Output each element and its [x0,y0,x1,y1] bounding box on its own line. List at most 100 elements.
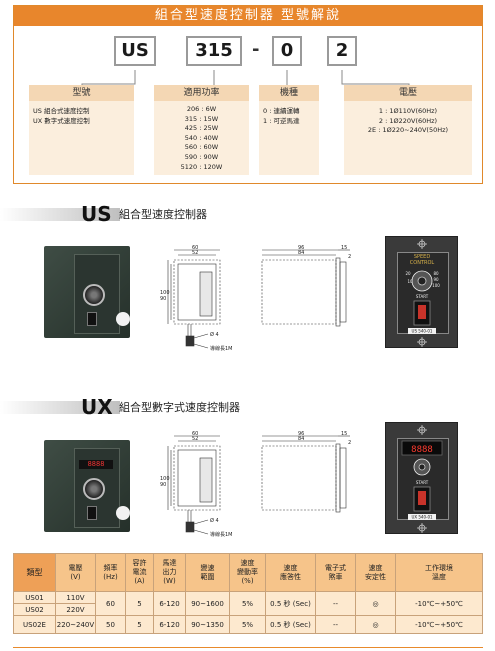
power-line: 315 : 15W [184,114,219,123]
dim-side-width: 96 [298,245,304,251]
code-voltage: 2 [327,36,357,66]
cell-stability: ◎ [355,591,396,616]
power-line: 206 : 6W [186,105,217,113]
cell-range: 90~1350 [185,615,230,634]
decoder-title: 組合型速度控制器 型號解說 [14,6,482,26]
voltage-line: 1 : 1Ø110V(60Hz) [378,107,438,115]
th-temperature: 工作環境 溫度 [395,553,483,592]
cell-temperature: -10℃~+50℃ [395,615,483,634]
ux-front-panel: 8888 START UX 540-01 [385,422,458,534]
scale-label: 100 [432,283,440,288]
model-decoder: 組合型速度控制器 型號解說 US 315 - 0 2 型號 US 組合式速度控制… [13,5,483,184]
dim-height-inner: 90 [160,482,166,488]
dim-front-inner: 52 [192,250,198,256]
voltage-line: 2 : 1Ø220V(60Hz) [378,116,438,125]
us-side-drawing: 96 84 15 2 [258,244,358,344]
cell-voltage: 220~240V [55,615,96,634]
voltage-line: 2E : 1Ø220~240V(50Hz) [367,126,449,135]
th-range: 變速 範圍 [185,553,230,592]
th-brake: 電子式 煞車 [315,553,356,592]
cell-model: US01 [13,591,56,604]
col-body-model: US 組合式速度控制 UX 數字式速度控制 [29,101,134,175]
decoder-col-power: 適用功率 206 : 6W 315 : 15W 425 : 25W 540 : … [154,85,249,175]
cell-output: 6-120 [153,591,186,616]
speed-knob-icon [83,478,105,500]
dim-front-inner: 52 [192,436,198,442]
model-code-row: US 315 - 0 2 [14,36,482,70]
code-dash: - [252,39,260,60]
cell-frequency: 50 [95,615,126,634]
panel-start-label: START [416,294,429,299]
panel-brand: SPEED [414,254,431,260]
power-line: 540 : 40W [184,133,219,142]
type-line: 0 : 連續運轉 [263,107,300,115]
panel-led-display: 8888 [411,445,433,455]
code-series: US [114,36,156,66]
power-line: 590 : 90W [184,152,219,161]
cell-response: 0.5 秒 (Sec) [265,591,316,616]
section-banner-ux: UX 組合型數字式速度控制器 [0,395,495,419]
dim-front-width: 60 [192,431,198,437]
scale-label: 90 [433,277,439,282]
cell-voltage: 110V [55,591,96,604]
dim-side-small: 2 [348,254,351,260]
col-head-voltage: 電壓 [344,85,472,101]
dim-cable-len: 導線長1M [210,345,233,352]
cell-frequency: 60 [95,591,126,616]
cell-brake: -- [315,615,356,634]
cell-variation: 5% [229,591,266,616]
panel-model-label: US 540-01 [412,329,433,334]
us-front-drawing: 60 52 100 90 Ø 4 導線長1M [160,244,250,364]
dim-cable-dia: Ø 4 [210,331,219,338]
model-line: US 組合式速度控制 [33,107,90,115]
cell-stability: ◎ [355,615,396,634]
cell-current: 5 [125,591,154,616]
dim-side-depth: 15 [341,245,347,251]
power-line: 5120 : 120W [180,162,223,171]
th-output: 馬達 出力 (W) [153,553,186,592]
dim-side-small: 2 [348,440,351,446]
ux-controller-photo: 8888 [44,440,132,550]
section-desc: 組合型速度控制器 [119,208,207,221]
col-head-model: 型號 [29,85,134,101]
dim-side-width: 96 [298,431,304,437]
footer-rule [13,647,483,648]
cell-temperature: -10℃~+50℃ [395,591,483,616]
section-code: UX [81,395,113,419]
decoder-col-model: 型號 US 組合式速度控制 UX 數字式速度控制 [29,85,134,175]
banner-gradient [0,208,120,221]
col-body-voltage: 1 : 1Ø110V(60Hz) 2 : 1Ø220V(60Hz) 2E : 1… [344,101,472,175]
led-display: 8888 [79,460,113,469]
panel-brand2: CONTROL [410,260,435,266]
power-switch-icon [87,506,97,520]
th-model: 類型 [13,553,56,592]
col-head-type: 機種 [259,85,319,101]
dim-height: 100 [160,476,170,482]
code-type: 0 [272,36,302,66]
panel-start-label: START [416,480,429,485]
label-sticker-icon [116,312,130,326]
cell-brake: -- [315,591,356,616]
dim-cable-len: 導線長1M [210,531,233,538]
dim-side-inner: 84 [298,250,304,256]
section-desc: 組合型數字式速度控制器 [119,401,240,414]
dim-height-inner: 90 [160,296,166,302]
scale-label: 10 [407,279,413,284]
col-body-power: 206 : 6W 315 : 15W 425 : 25W 540 : 40W 5… [154,101,249,175]
th-response: 速度 應答性 [265,553,316,592]
table-row: US02 220V [13,603,483,616]
us-front-panel: SPEED CONTROL 20 10 80 90 100 START US 5… [385,236,458,348]
banner-gradient [0,401,120,414]
th-stability: 速度 安定性 [355,553,396,592]
dim-side-depth: 15 [341,431,347,437]
table-row: US02E 220~240V 50 5 6-120 90~1350 5% 0.5… [13,615,483,634]
us-controller-photo [44,246,132,356]
dim-side-inner: 84 [298,436,304,442]
decoder-col-type: 機種 0 : 連續運轉 1 : 可逆馬達 [259,85,319,175]
section-banner-us: US 組合型速度控制器 [0,202,495,226]
scale-label: 80 [433,271,439,276]
dim-front-width: 60 [192,245,198,251]
label-sticker-icon [116,506,130,520]
cell-variation: 5% [229,615,266,634]
speed-knob-icon [83,284,105,306]
